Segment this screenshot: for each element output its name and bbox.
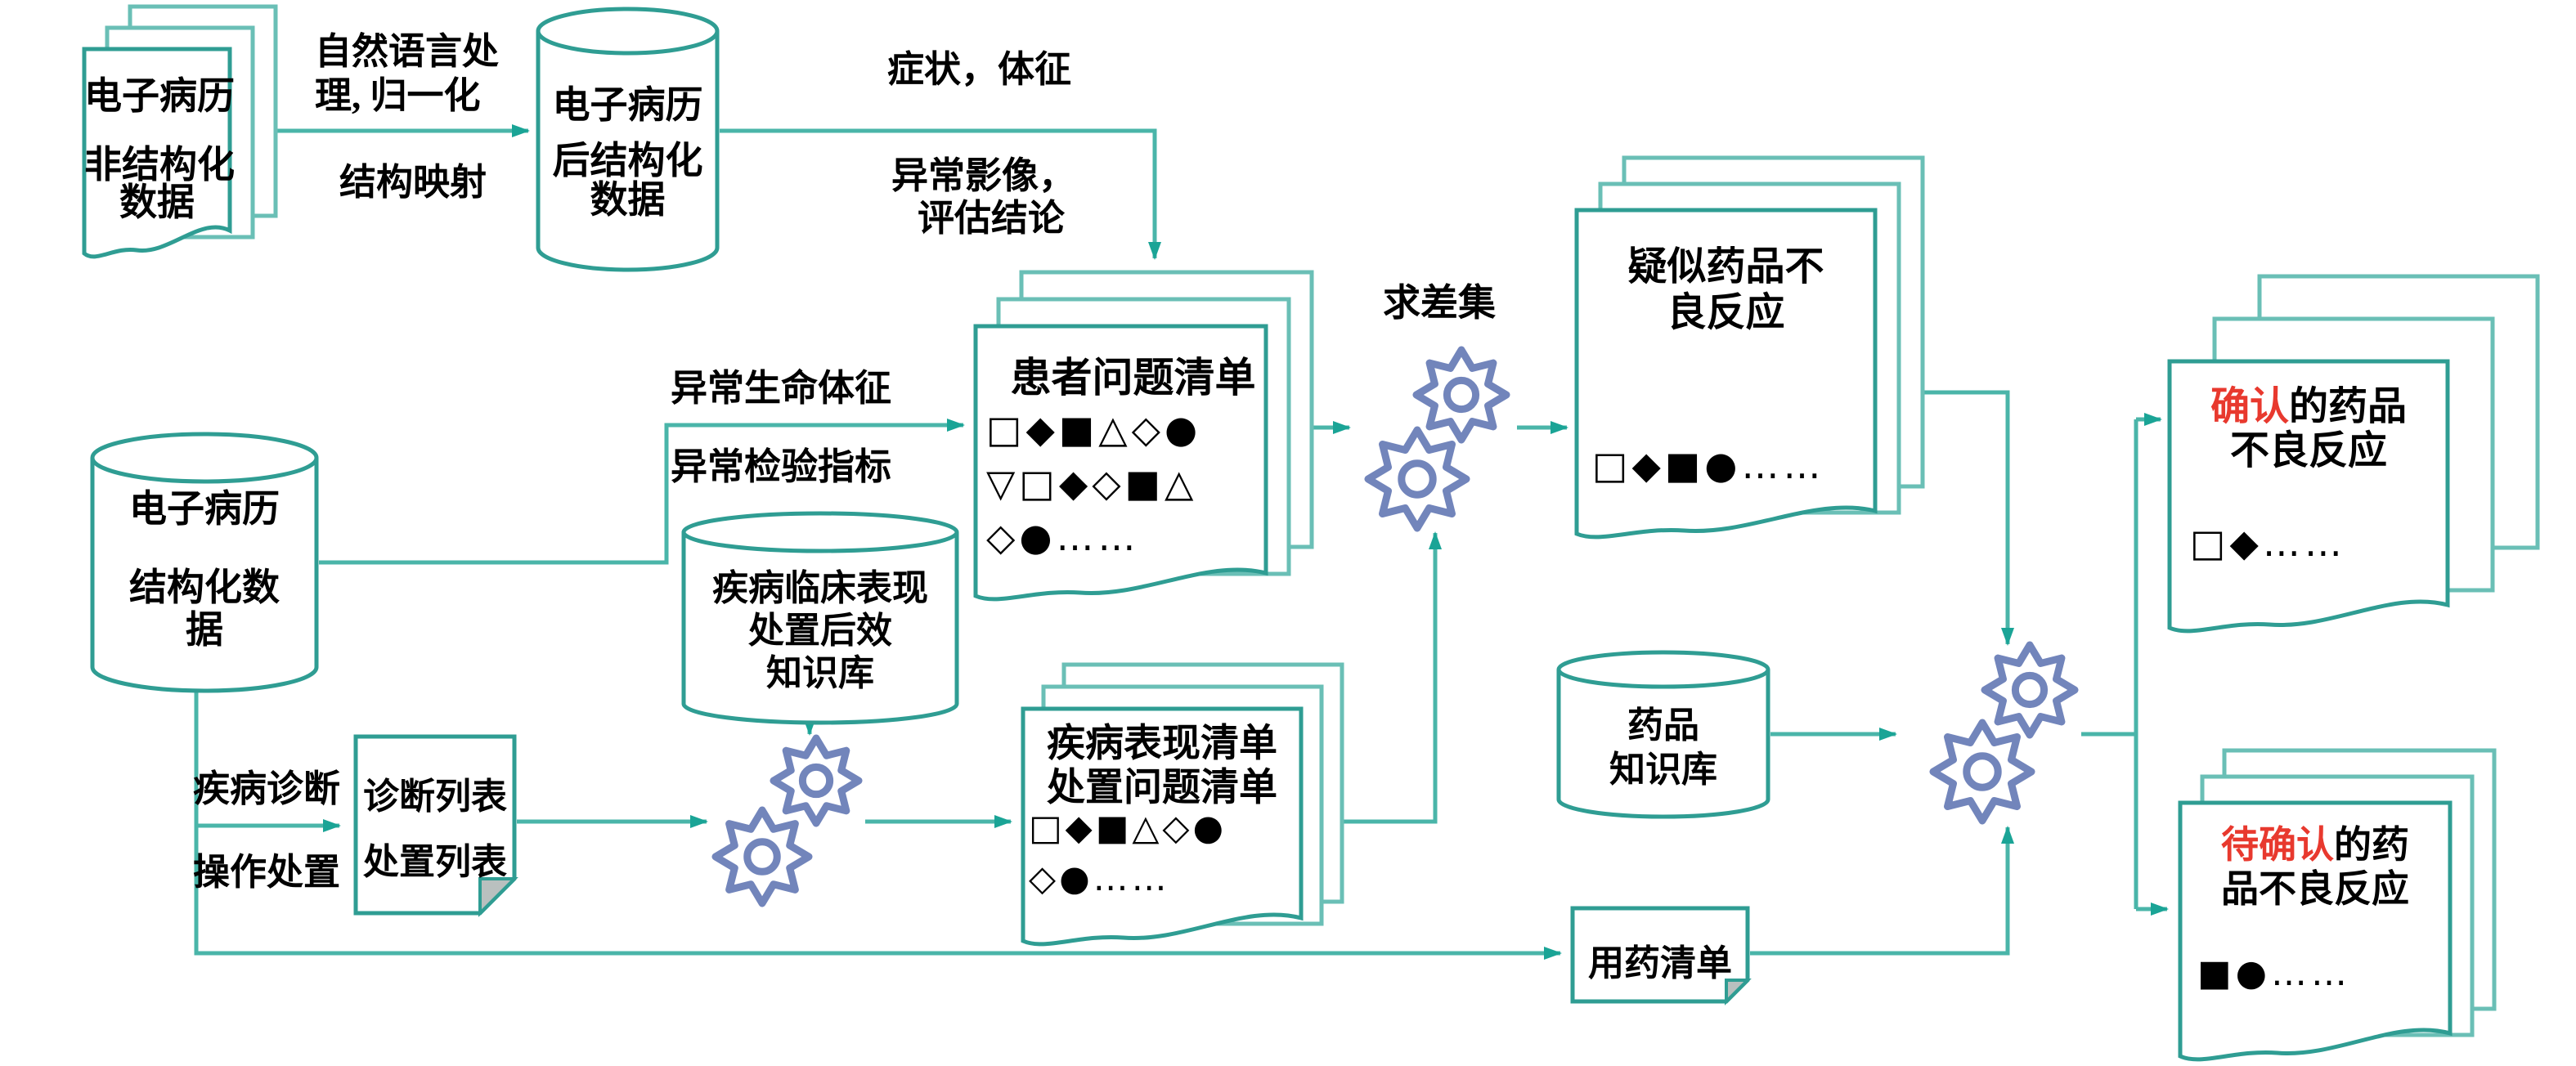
disease-problem-list-doc-stack: 疾病表现清单 处置问题清单 □◆■△◇● ◇●…… — [1021, 662, 1344, 950]
medication-list-note: 用药清单 — [1570, 906, 1752, 1006]
label-imaging-line2: 评估结论 — [918, 198, 1066, 239]
pending-adr-title-line1: 待确认的药 — [2180, 815, 2450, 869]
drug-kb-cylinder: 药品 知识库 — [1556, 650, 1770, 819]
suspected-adr-doc-stack: 疑似药品不 良反应 □◆■●…… — [1574, 155, 1925, 540]
database-cylinder-icon — [536, 7, 720, 272]
database-cylinder-icon — [90, 432, 319, 693]
emr-structured-line1: 电子病历 — [129, 488, 280, 530]
document-stack-icon — [2178, 748, 2497, 1062]
suspected-adr-title-line2: 良反应 — [1667, 291, 1785, 334]
drug-kb-line2: 知识库 — [1609, 750, 1717, 790]
confirmed-adr-symbols: □◆…… — [2190, 521, 2346, 565]
disease-kb-line2: 处置后效 — [748, 611, 892, 651]
note-icon — [1570, 906, 1752, 1006]
emr-post-structured-line3: 数据 — [590, 179, 666, 221]
emr-post-structured-line1: 电子病历 — [552, 84, 703, 126]
confirmed-adr-title-line2: 不良反应 — [2229, 429, 2387, 473]
suspected-adr-title-line1: 疑似药品不 — [1627, 245, 1824, 289]
diagnosis-note-line2: 处置列表 — [363, 842, 507, 882]
emr-structured-line3: 据 — [186, 609, 223, 651]
patient-problem-list-doc-stack: 患者问题清单 □◆■△◇● ▽□◆◇■△ ◇●…… — [973, 270, 1314, 605]
emr-structured-line2: 结构化数 — [129, 567, 280, 608]
note-icon — [353, 734, 518, 917]
pending-adr-doc-stack: 待确认的药 品不良反应 ■●…… — [2178, 748, 2497, 1062]
difference-set-process — [1364, 334, 1521, 538]
label-abnormal-vitals: 异常生命体征 — [671, 368, 892, 409]
pending-red-text: 待确认 — [2221, 824, 2334, 866]
patient-problem-symbols-row3: ◇●…… — [986, 515, 1140, 559]
medication-list-label: 用药清单 — [1588, 943, 1732, 983]
disease-problem-title-line1: 疾病表现清单 — [1047, 723, 1277, 765]
disease-kb-line3: 知识库 — [766, 653, 874, 693]
label-nlp-line2: 理, 归一化 — [315, 75, 481, 116]
emr-structured-db: 电子病历 结构化数 据 — [90, 432, 319, 693]
emr-post-structured-line2: 后结构化 — [552, 140, 703, 181]
label-difference-set: 求差集 — [1383, 282, 1496, 324]
disease-kb-line1: 疾病临床表现 — [712, 568, 928, 608]
document-stack-icon — [2167, 274, 2540, 634]
matching-process — [711, 734, 863, 909]
confirmed-red-text: 确认 — [2210, 385, 2289, 428]
gears-icon — [1929, 641, 2079, 825]
database-cylinder-icon — [681, 511, 959, 725]
gears-icon — [711, 734, 863, 907]
gears-icon — [1364, 346, 1510, 532]
label-imaging-line1: 异常影像， — [891, 155, 1076, 196]
confirmed-adr-title-line1: 确认的药品 — [2170, 374, 2448, 431]
diagnosis-list-note: 诊断列表 处置列表 — [353, 734, 518, 917]
patient-problem-symbols-row2: ▽□◆◇■△ — [986, 461, 1198, 505]
label-abnormal-labs: 异常检验指标 — [671, 446, 892, 487]
label-operation-disposal: 操作处置 — [193, 852, 341, 893]
emr-unstructured-line1: 电子病历 — [84, 75, 235, 117]
disease-kb-cylinder: 疾病临床表现 处置后效 知识库 — [681, 511, 959, 725]
pending-rest-text: 的药 — [2334, 824, 2409, 866]
document-stack-icon — [1021, 662, 1344, 947]
emr-unstructured-line2: 非结构化 — [84, 144, 235, 186]
emr-unstructured-line3: 数据 — [119, 181, 195, 223]
label-structure-mapping: 结构映射 — [339, 162, 487, 203]
label-symptoms: 症状，体征 — [887, 49, 1072, 90]
confirmed-adr-doc-stack: 确认的药品 不良反应 □◆…… — [2167, 274, 2540, 634]
suspected-adr-symbols: □◆■●…… — [1592, 443, 1825, 487]
document-stack-icon — [82, 4, 278, 259]
emr-post-structured-db: 电子病历 后结构化 数据 — [536, 7, 720, 272]
label-nlp-line1: 自然语言处 — [315, 31, 500, 72]
database-cylinder-icon — [1556, 650, 1770, 819]
patient-problem-list-title: 患者问题清单 — [1010, 355, 1256, 401]
disease-problem-symbols-row2: ◇●…… — [1029, 858, 1170, 899]
diagnosis-note-line1: 诊断列表 — [363, 777, 507, 817]
pending-adr-symbols: ■●…… — [2197, 952, 2351, 994]
drug-kb-line1: 药品 — [1627, 705, 1699, 746]
pending-adr-title-line2: 品不良反应 — [2221, 868, 2409, 910]
confirmed-rest-text: 的药品 — [2289, 385, 2408, 428]
patient-problem-symbols-row1: □◆■△◇● — [986, 407, 1202, 451]
confirmation-process — [1929, 631, 2087, 827]
label-disease-diagnosis: 疾病诊断 — [193, 768, 341, 809]
document-stack-icon — [973, 270, 1314, 602]
emr-unstructured-doc-stack: 电子病历 非结构化 数据 — [82, 4, 278, 262]
disease-problem-title-line2: 处置问题清单 — [1047, 767, 1277, 809]
document-stack-icon — [1574, 155, 1925, 540]
disease-problem-symbols-row1: □◆■△◇● — [1029, 808, 1227, 849]
